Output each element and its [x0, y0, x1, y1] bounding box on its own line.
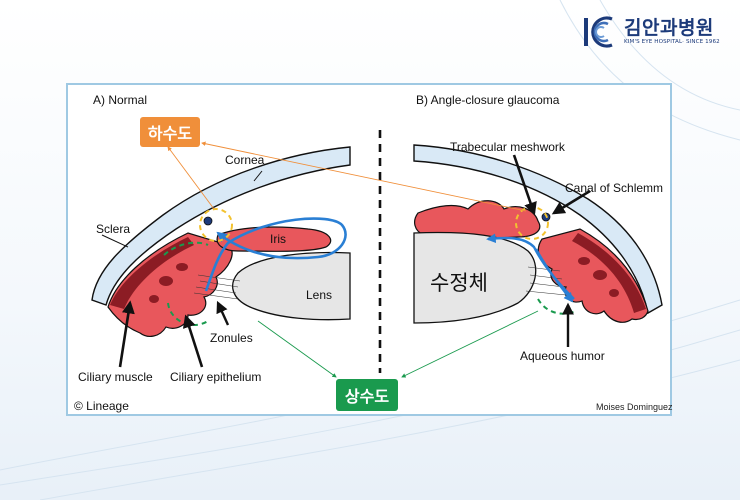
- glaucoma-eye-drawing: [413, 144, 663, 347]
- logo-mark-icon: [584, 16, 613, 48]
- label-ciliary-epithelium: Ciliary epithelium: [170, 370, 262, 384]
- lens-shape-b: [413, 231, 537, 324]
- credit-lineage: © Lineage: [74, 399, 129, 413]
- lens-korean-label: 수정체: [430, 271, 488, 295]
- label-ciliary-muscle: Ciliary muscle: [78, 370, 153, 384]
- aqueous-flow-normal: [204, 217, 347, 292]
- diagram-panel: A) Normal B) Angle-closure glaucoma Corn…: [66, 83, 673, 416]
- supply-line-b: [401, 310, 539, 378]
- logo-subtitle: KIM'S EYE HOSPITAL· SINCE 1962: [624, 38, 720, 45]
- label-trabecular-meshwork: Trabecular meshwork: [450, 140, 565, 154]
- eye-anatomy-diagram: [91, 130, 663, 378]
- drainage-line-a: [167, 146, 215, 210]
- label-zonules: Zonules: [210, 331, 253, 345]
- supply-line-a: [257, 320, 337, 378]
- credit-author: Moises Dominguez: [596, 402, 673, 412]
- ciliary-muscle-band-b: [572, 233, 646, 313]
- label-iris: Iris: [270, 232, 286, 246]
- upstream-badge: 상수도: [336, 379, 398, 411]
- downstream-badge: 하수도: [140, 117, 200, 147]
- normal-eye-drawing: [91, 146, 351, 368]
- label-cornea: Cornea: [225, 153, 265, 167]
- panel-a-title: A) Normal: [93, 93, 148, 107]
- label-aqueous-humor: Aqueous humor: [520, 349, 605, 363]
- label-sclera: Sclera: [96, 222, 131, 236]
- ciliary-muscle-band: [110, 237, 194, 309]
- drainage-line-b: [201, 141, 527, 212]
- logo-name: 김안과병원: [624, 16, 714, 39]
- label-lens: Lens: [306, 288, 333, 302]
- sclera-cornea-band: [91, 146, 351, 306]
- panel-b-title: B) Angle-closure glaucoma: [416, 93, 560, 107]
- label-canal-of-schlemm: Canal of Schlemm: [565, 181, 664, 195]
- sclera-cornea-band-b: [413, 144, 663, 315]
- hospital-logo[interactable]: 김안과병원 KIM'S EYE HOSPITAL· SINCE 1962: [582, 14, 720, 50]
- lens-shape: [232, 251, 351, 321]
